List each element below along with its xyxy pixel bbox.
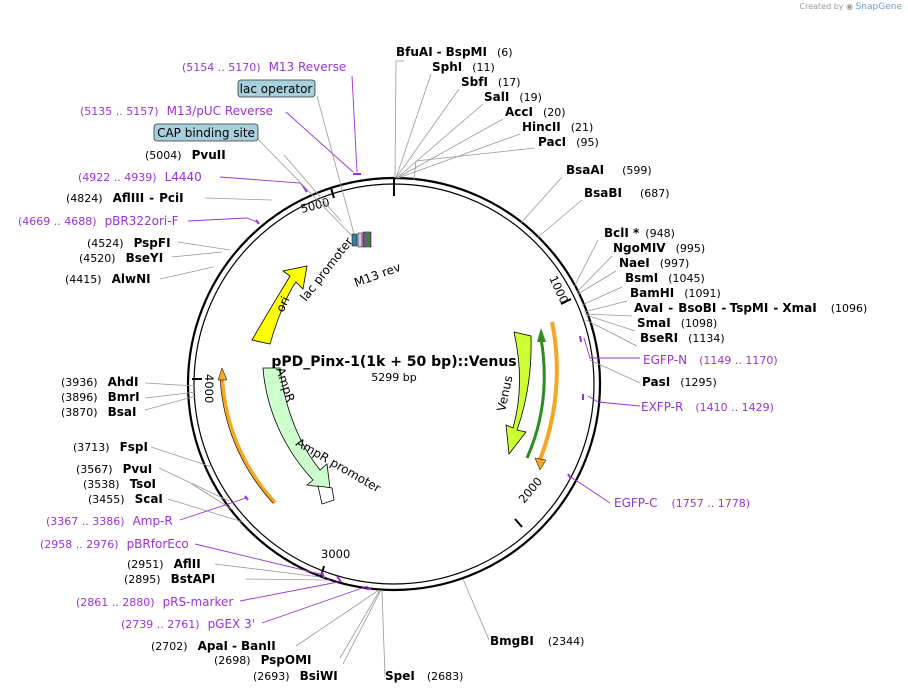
- orange-arc-right: [537, 321, 559, 463]
- site-bstapi[interactable]: (2895)BstAPI: [124, 572, 215, 586]
- site-smai[interactable]: SmaI(1098): [637, 316, 717, 330]
- tick-1000: [560, 298, 572, 305]
- site-pasi[interactable]: PasI(1295): [642, 375, 717, 389]
- orange-arc-right-arrow: [534, 457, 547, 471]
- site-sbfi[interactable]: SbfI(17): [461, 75, 521, 89]
- site-sphi[interactable]: SphI(11): [432, 60, 495, 74]
- m13-rev-label: M13 rev: [352, 260, 402, 290]
- site-aflii[interactable]: (2951)AflII: [127, 557, 201, 571]
- primer-amp-r[interactable]: (3367 .. 3386)Amp-R: [46, 514, 173, 528]
- site-bsiwi[interactable]: (2693)BsiWI: [253, 669, 338, 683]
- site-leader-lines: [144, 60, 641, 678]
- site-fspi[interactable]: (3713)FspI: [73, 440, 148, 454]
- site-pspomi[interactable]: (2698)PspOMI: [214, 653, 312, 667]
- site-bsaai[interactable]: BsaAI(599): [566, 163, 652, 177]
- primer-pbrforeco[interactable]: (2958 .. 2976)pBRforEco: [40, 537, 189, 551]
- site-avai[interactable]: AvaI-BsoBI-TspMI-XmaI(1096): [634, 301, 867, 315]
- primer-m13-puc-reverse[interactable]: (5135 .. 5157)M13/pUC Reverse: [80, 104, 273, 118]
- site-bseri[interactable]: BseRI(1134): [640, 331, 725, 345]
- tick-label-3000: 3000: [321, 547, 350, 561]
- primer-marks: [244, 173, 584, 590]
- site-ahdi[interactable]: (3936)AhdI: [61, 375, 138, 389]
- snapgene-watermark: Created by ◉ SnapGene: [800, 2, 903, 12]
- site-bsmi[interactable]: BsmI(1045): [625, 271, 705, 285]
- tick-label-1000: 1000: [546, 273, 571, 305]
- site-bseyi[interactable]: (4520)BseYI: [79, 251, 163, 265]
- tick-5000: [330, 187, 335, 199]
- primer-pbr322ori-f[interactable]: (4669 .. 4688)pBR322ori-F: [18, 214, 179, 228]
- site-paci[interactable]: PacI(95): [538, 135, 599, 149]
- site-spei[interactable]: SpeI(2683): [385, 669, 463, 683]
- venus-feature[interactable]: [505, 331, 532, 456]
- site-scai[interactable]: (3455)ScaI: [88, 492, 163, 506]
- site-pvuii[interactable]: (5004)PvuII: [145, 148, 226, 162]
- site-bfuai[interactable]: BfuAI-BspMI(6): [396, 45, 513, 59]
- site-alwni[interactable]: (4415)AlwNI: [65, 272, 151, 286]
- primer-pgex-3[interactable]: (2739 .. 2761)pGEX 3': [121, 617, 255, 631]
- site-tsoi[interactable]: (3538)TsoI: [83, 477, 156, 491]
- lac-operator-box-label: lac operator: [240, 82, 313, 96]
- primer-egfp-c[interactable]: EGFP-C(1757 .. 1778): [614, 496, 750, 510]
- cap-binding-site-box[interactable]: [153, 123, 259, 142]
- backbone-inner: [193, 183, 595, 585]
- site-acci[interactable]: AccI(20): [505, 105, 566, 119]
- watermark-brand: SnapGene: [855, 2, 902, 12]
- site-bcli[interactable]: BclI *(948): [604, 226, 675, 240]
- site-bmgbi[interactable]: BmgBI(2344): [490, 634, 584, 648]
- orange-arc-left-arrow: [217, 367, 228, 381]
- lac-operator-mark: [351, 233, 358, 247]
- site-naei[interactable]: NaeI(997): [619, 256, 689, 270]
- primer-exfp-r[interactable]: EXFP-R(1410 .. 1429): [641, 400, 774, 414]
- site-afliii[interactable]: (4824)AflIII-PciI: [66, 191, 184, 205]
- site-bmri[interactable]: (3896)BmrI: [61, 390, 140, 404]
- site-ngomiv[interactable]: NgoMIV(995): [613, 241, 705, 255]
- enzyme-labels-left: (2693)BsiWI (2698)PspOMI (2702)ApaI-BanI…: [61, 148, 338, 683]
- site-pspfi[interactable]: (4524)PspFI: [87, 236, 171, 250]
- green-arc-arrow: [537, 328, 546, 342]
- watermark-prefix: Created by: [799, 2, 844, 11]
- ampr-promoter-feature[interactable]: [317, 485, 335, 505]
- ori-feature[interactable]: [251, 265, 308, 345]
- backbone-outer: [186, 176, 602, 592]
- feature-box-leaders: [257, 95, 355, 237]
- plasmid-size: 5299 bp: [371, 371, 416, 384]
- ampr-feature[interactable]: [262, 367, 331, 489]
- green-arc: [525, 337, 546, 459]
- orange-arc-left-edge: [219, 375, 274, 504]
- orange-arc-left: [220, 375, 277, 505]
- snapgene-logo-icon: ◉: [846, 2, 854, 11]
- enzyme-labels-right: BfuAI-BspMI(6) SphI(11) SbfI(17) SalI(19…: [385, 45, 867, 683]
- tick-2000: [514, 518, 523, 528]
- plasmid-name: pPD_Pinx-1(1k + 50 bp)::Venus: [271, 354, 516, 370]
- primer-labels: (5154 .. 5170)M13 Reverse (5135 .. 5157)…: [18, 60, 778, 631]
- tick-label-2000: 2000: [516, 474, 546, 505]
- site-apai[interactable]: (2702)ApaI-BanII: [151, 639, 276, 653]
- site-bsabi[interactable]: BsaBI(687): [584, 186, 670, 200]
- lac-operator-box[interactable]: [237, 79, 316, 98]
- site-bsai[interactable]: (3870)BsaI: [61, 405, 136, 419]
- m13-rev-accent: [366, 232, 369, 247]
- primer-l4440[interactable]: (4922 .. 4939)L4440: [78, 170, 202, 184]
- lac-promoter-mark: [357, 232, 363, 248]
- primer-m13-reverse[interactable]: (5154 .. 5170)M13 Reverse: [182, 60, 346, 74]
- primer-leader-lines: [179, 75, 641, 624]
- site-hincii[interactable]: HincII(21): [522, 120, 593, 134]
- site-bamhi[interactable]: BamHI(1091): [630, 286, 721, 300]
- site-pvui[interactable]: (3567)PvuI: [76, 462, 152, 476]
- primer-prs-marker[interactable]: (2861 .. 2880)pRS-marker: [76, 595, 233, 609]
- tick-label-4000: 4000: [202, 374, 216, 403]
- site-sali[interactable]: SalI(19): [484, 90, 542, 104]
- cap-binding-site-box-label: CAP binding site: [157, 126, 255, 140]
- venus-label: Venus: [494, 374, 515, 412]
- primer-egfp-n[interactable]: EGFP-N(1149 .. 1170): [643, 353, 778, 367]
- ori-label: ori: [273, 294, 292, 314]
